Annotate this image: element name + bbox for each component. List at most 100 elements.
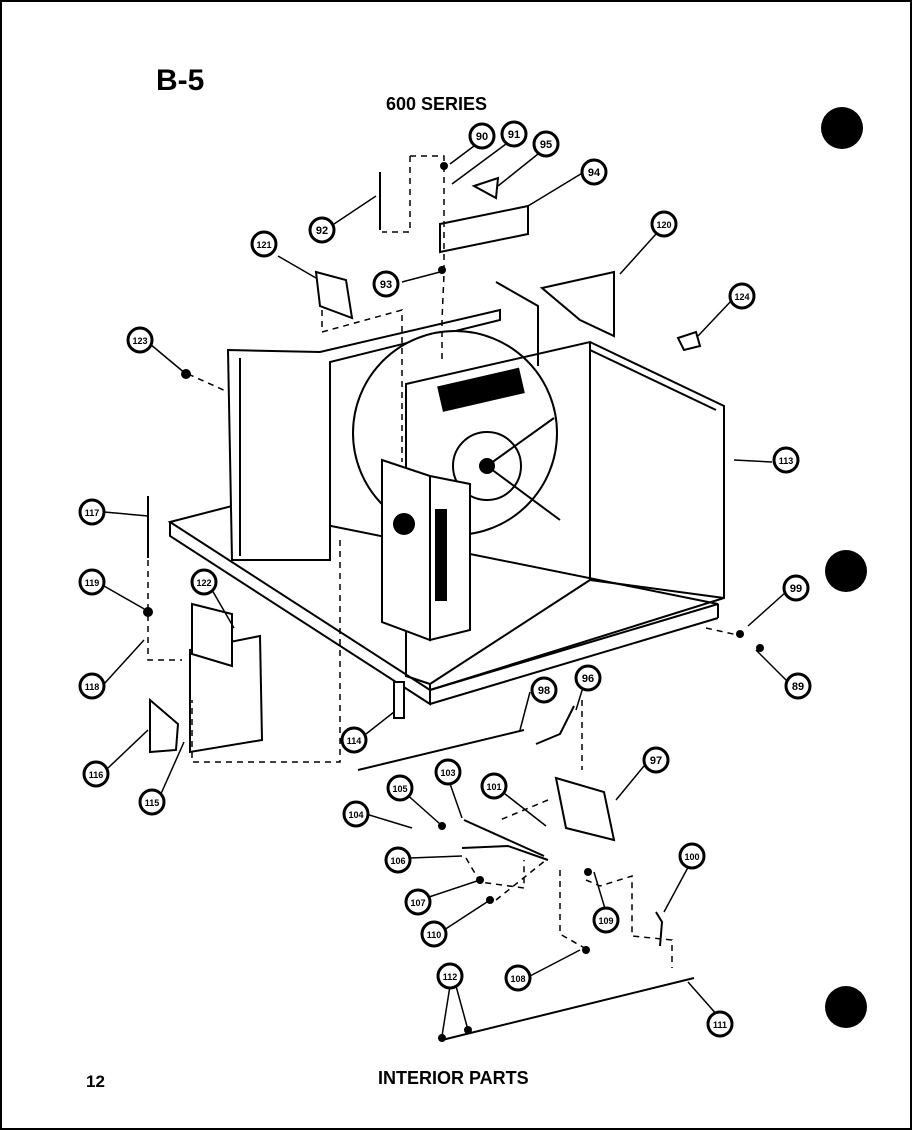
callout-circle xyxy=(82,760,110,788)
callout-label: 92 xyxy=(316,225,328,237)
callout-circle xyxy=(404,888,432,916)
callout-label: 93 xyxy=(380,279,392,291)
callout-96: 96 xyxy=(574,664,602,692)
callout-circle xyxy=(468,122,496,150)
callout-label: 114 xyxy=(347,736,362,746)
callout-115: 115 xyxy=(138,788,166,816)
callout-97: 97 xyxy=(642,746,670,774)
callout-circle xyxy=(782,574,810,602)
cabinet-box xyxy=(405,340,725,692)
callout-90: 90 xyxy=(468,122,496,150)
callout-circle xyxy=(500,120,528,148)
callout-label: 101 xyxy=(486,782,501,792)
callout-circle xyxy=(530,676,558,704)
rod-98 xyxy=(357,729,525,771)
callout-124: 124 xyxy=(728,282,756,310)
callout-circle xyxy=(650,210,678,238)
callout-label: 90 xyxy=(476,131,488,143)
panel-121 xyxy=(314,270,354,320)
fastener xyxy=(440,162,448,170)
callout-circle xyxy=(126,326,154,354)
panel-120 xyxy=(539,270,615,338)
fastener xyxy=(438,266,446,274)
callout-label: 117 xyxy=(85,508,100,518)
fastener xyxy=(486,896,494,904)
callout-99: 99 xyxy=(782,574,810,602)
punch-hole xyxy=(821,107,863,149)
callout-label: 110 xyxy=(427,930,442,940)
callout-93: 93 xyxy=(372,270,400,298)
callout-circle xyxy=(784,672,812,700)
callout-label: 103 xyxy=(440,768,455,778)
part-124 xyxy=(676,330,702,352)
callout-label: 123 xyxy=(132,336,147,346)
figure-caption: INTERIOR PARTS xyxy=(378,1068,529,1088)
callout-117: 117 xyxy=(78,498,106,526)
callout-circle xyxy=(772,446,800,474)
assembly-guides xyxy=(147,155,743,968)
bracket-114 xyxy=(393,681,405,719)
callout-label: 94 xyxy=(588,167,601,179)
callout-label: 106 xyxy=(390,856,405,866)
callout-94: 94 xyxy=(580,158,608,186)
callout-118: 118 xyxy=(78,672,106,700)
spring-100 xyxy=(655,911,664,947)
callout-circle xyxy=(190,568,218,596)
callout-circle xyxy=(434,758,462,786)
callout-circle xyxy=(436,962,464,990)
callout-label: 95 xyxy=(540,139,552,151)
callout-circle xyxy=(504,964,532,992)
callout-114: 114 xyxy=(340,726,368,754)
callout-label: 121 xyxy=(256,240,271,250)
punch-hole xyxy=(825,986,867,1028)
callout-119: 119 xyxy=(78,568,106,596)
callout-circle xyxy=(532,130,560,158)
callout-label: 97 xyxy=(650,755,662,767)
fastener xyxy=(736,630,744,638)
fastener xyxy=(181,369,191,379)
callout-circle xyxy=(420,920,448,948)
callout-105: 105 xyxy=(386,774,414,802)
callout-label: 109 xyxy=(598,916,613,926)
callout-103: 103 xyxy=(434,758,462,786)
access-door xyxy=(189,634,264,754)
clip-96 xyxy=(535,705,575,745)
fastener xyxy=(756,644,764,652)
callout-label: 115 xyxy=(145,798,160,808)
link-103 xyxy=(463,819,545,857)
rod-111 xyxy=(441,977,695,1041)
sheet-id: B-5 xyxy=(156,64,205,97)
base-pan-edge xyxy=(169,522,431,706)
callout-label: 116 xyxy=(89,770,104,780)
callout-122: 122 xyxy=(190,568,218,596)
callout-label: 104 xyxy=(348,810,363,820)
callout-circle xyxy=(384,846,412,874)
callout-label: 89 xyxy=(792,681,804,693)
callout-circle xyxy=(78,672,106,700)
bracket-97 xyxy=(554,776,616,842)
callout-circle xyxy=(706,1010,734,1038)
callout-circle xyxy=(78,568,106,596)
callout-circle xyxy=(480,772,508,800)
callout-label: 119 xyxy=(85,578,100,588)
fastener xyxy=(464,1026,472,1034)
callout-95: 95 xyxy=(532,130,560,158)
fastener xyxy=(582,946,590,954)
fastener xyxy=(476,876,484,884)
page-number: 12 xyxy=(86,1072,105,1091)
callout-circle xyxy=(372,270,400,298)
callout-92: 92 xyxy=(308,216,336,244)
lever-106 xyxy=(461,844,549,861)
fastener xyxy=(143,607,153,617)
callout-circle xyxy=(78,498,106,526)
callout-109: 109 xyxy=(592,906,620,934)
callout-label: 113 xyxy=(779,456,794,466)
callout-circle xyxy=(642,746,670,774)
punch-hole xyxy=(825,550,867,592)
fastener xyxy=(438,822,446,830)
callout-label: 124 xyxy=(734,292,749,302)
